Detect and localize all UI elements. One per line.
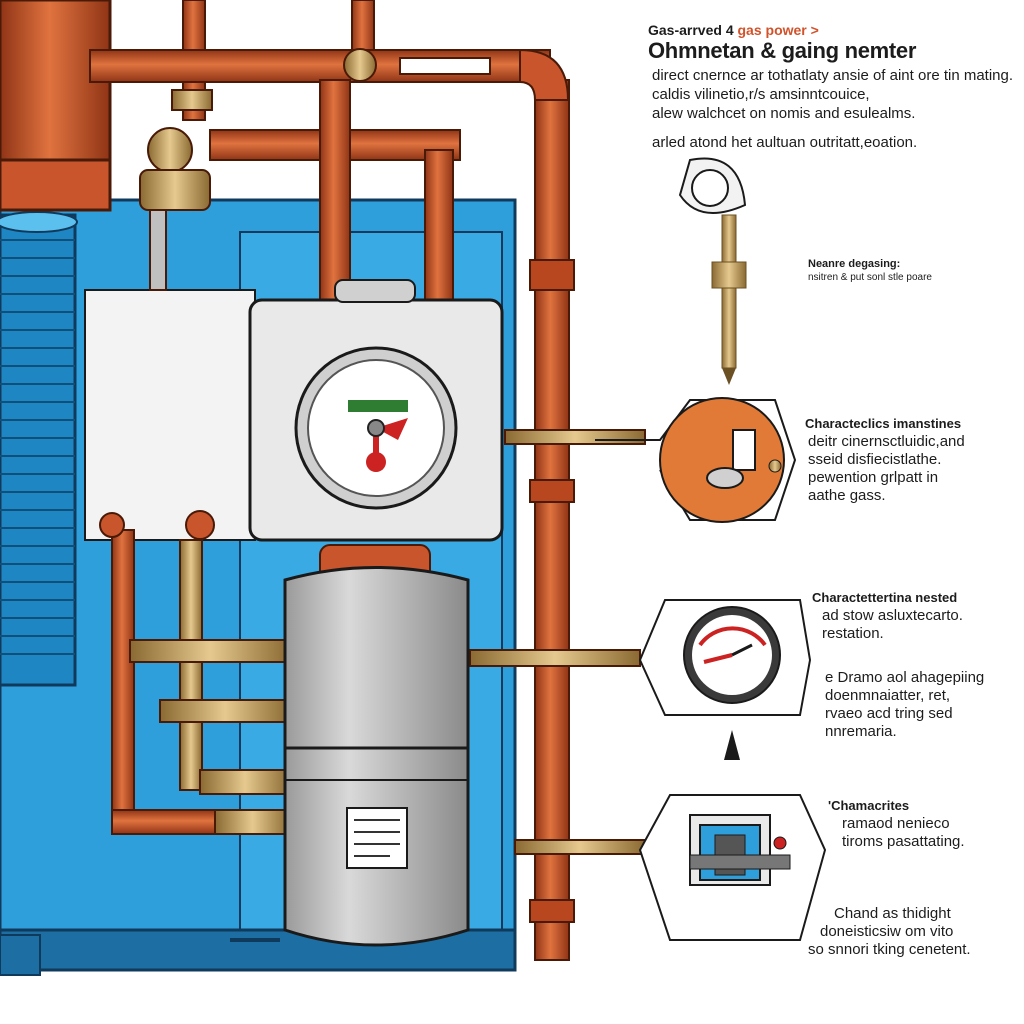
callout-2-line: restation. bbox=[822, 625, 884, 642]
desc-line-2: caldis vilinetio,r/s amsinntcouice, bbox=[652, 86, 870, 103]
callout-1-line: pewention grlpatt in bbox=[808, 469, 939, 486]
callout-4-heading: 'Chamacrites bbox=[828, 798, 910, 813]
callout-3-line: doenmnaiatter, ret, bbox=[825, 687, 951, 704]
kicker: Gas-arrved 4 gas power > bbox=[648, 22, 819, 38]
callout-2-line: ad stow asluxtecarto. bbox=[822, 607, 963, 624]
gas-cylinder bbox=[283, 544, 470, 947]
callout-5-line: doneisticsiw om vito bbox=[820, 923, 954, 940]
copper-flue bbox=[0, 0, 112, 212]
callout-1-heading: Characteclics imanstines bbox=[805, 416, 962, 431]
meter-box bbox=[248, 279, 504, 542]
copper-pipes bbox=[89, 0, 646, 961]
callout-1-line: sseid disfiecistlathe. bbox=[808, 451, 942, 468]
callout-3-line: e Dramo aol ahagepiing bbox=[825, 669, 985, 686]
callout-2-heading: Charactettertina nested bbox=[812, 590, 958, 605]
callout-5-line: so snnori tking cenetent. bbox=[808, 941, 971, 958]
callout-4-line: ramaod nenieco bbox=[842, 815, 950, 832]
callout-gauge bbox=[638, 599, 812, 760]
white-panel bbox=[84, 289, 256, 541]
page-title: Ohmnetan & gaing nemter bbox=[648, 38, 917, 63]
callout-probe bbox=[678, 157, 747, 385]
callout-1-line: deitr cinernsctluidic,and bbox=[808, 433, 965, 450]
callout-orange-valve bbox=[595, 397, 797, 523]
desc-line-1: direct cnernce ar tothatlaty ansie of ai… bbox=[652, 67, 1014, 84]
side-note-1: Neanre degasing: bbox=[808, 258, 901, 270]
ribbed-cylinder bbox=[0, 211, 78, 687]
callout-3-line: nnremaria. bbox=[825, 723, 897, 740]
kicker-suffix: gas power > bbox=[737, 22, 819, 38]
callout-regulator bbox=[638, 794, 827, 941]
desc-line-3: alew walchcet on nomis and esulealms. bbox=[652, 105, 916, 122]
callout-1-line: aathe gass. bbox=[808, 487, 886, 504]
callout-5-line: Chand as thidight bbox=[834, 905, 951, 922]
callout-3-line: rvaeo acd tring sed bbox=[825, 705, 953, 722]
side-note-2: nsitren & put sonl stle poare bbox=[808, 272, 932, 283]
desc-note: arled atond het aultuan outritatt,eoatio… bbox=[652, 134, 918, 151]
callout-4-line: tiroms pasattating. bbox=[842, 833, 965, 850]
kicker-prefix: Gas-arrved 4 bbox=[648, 22, 734, 38]
